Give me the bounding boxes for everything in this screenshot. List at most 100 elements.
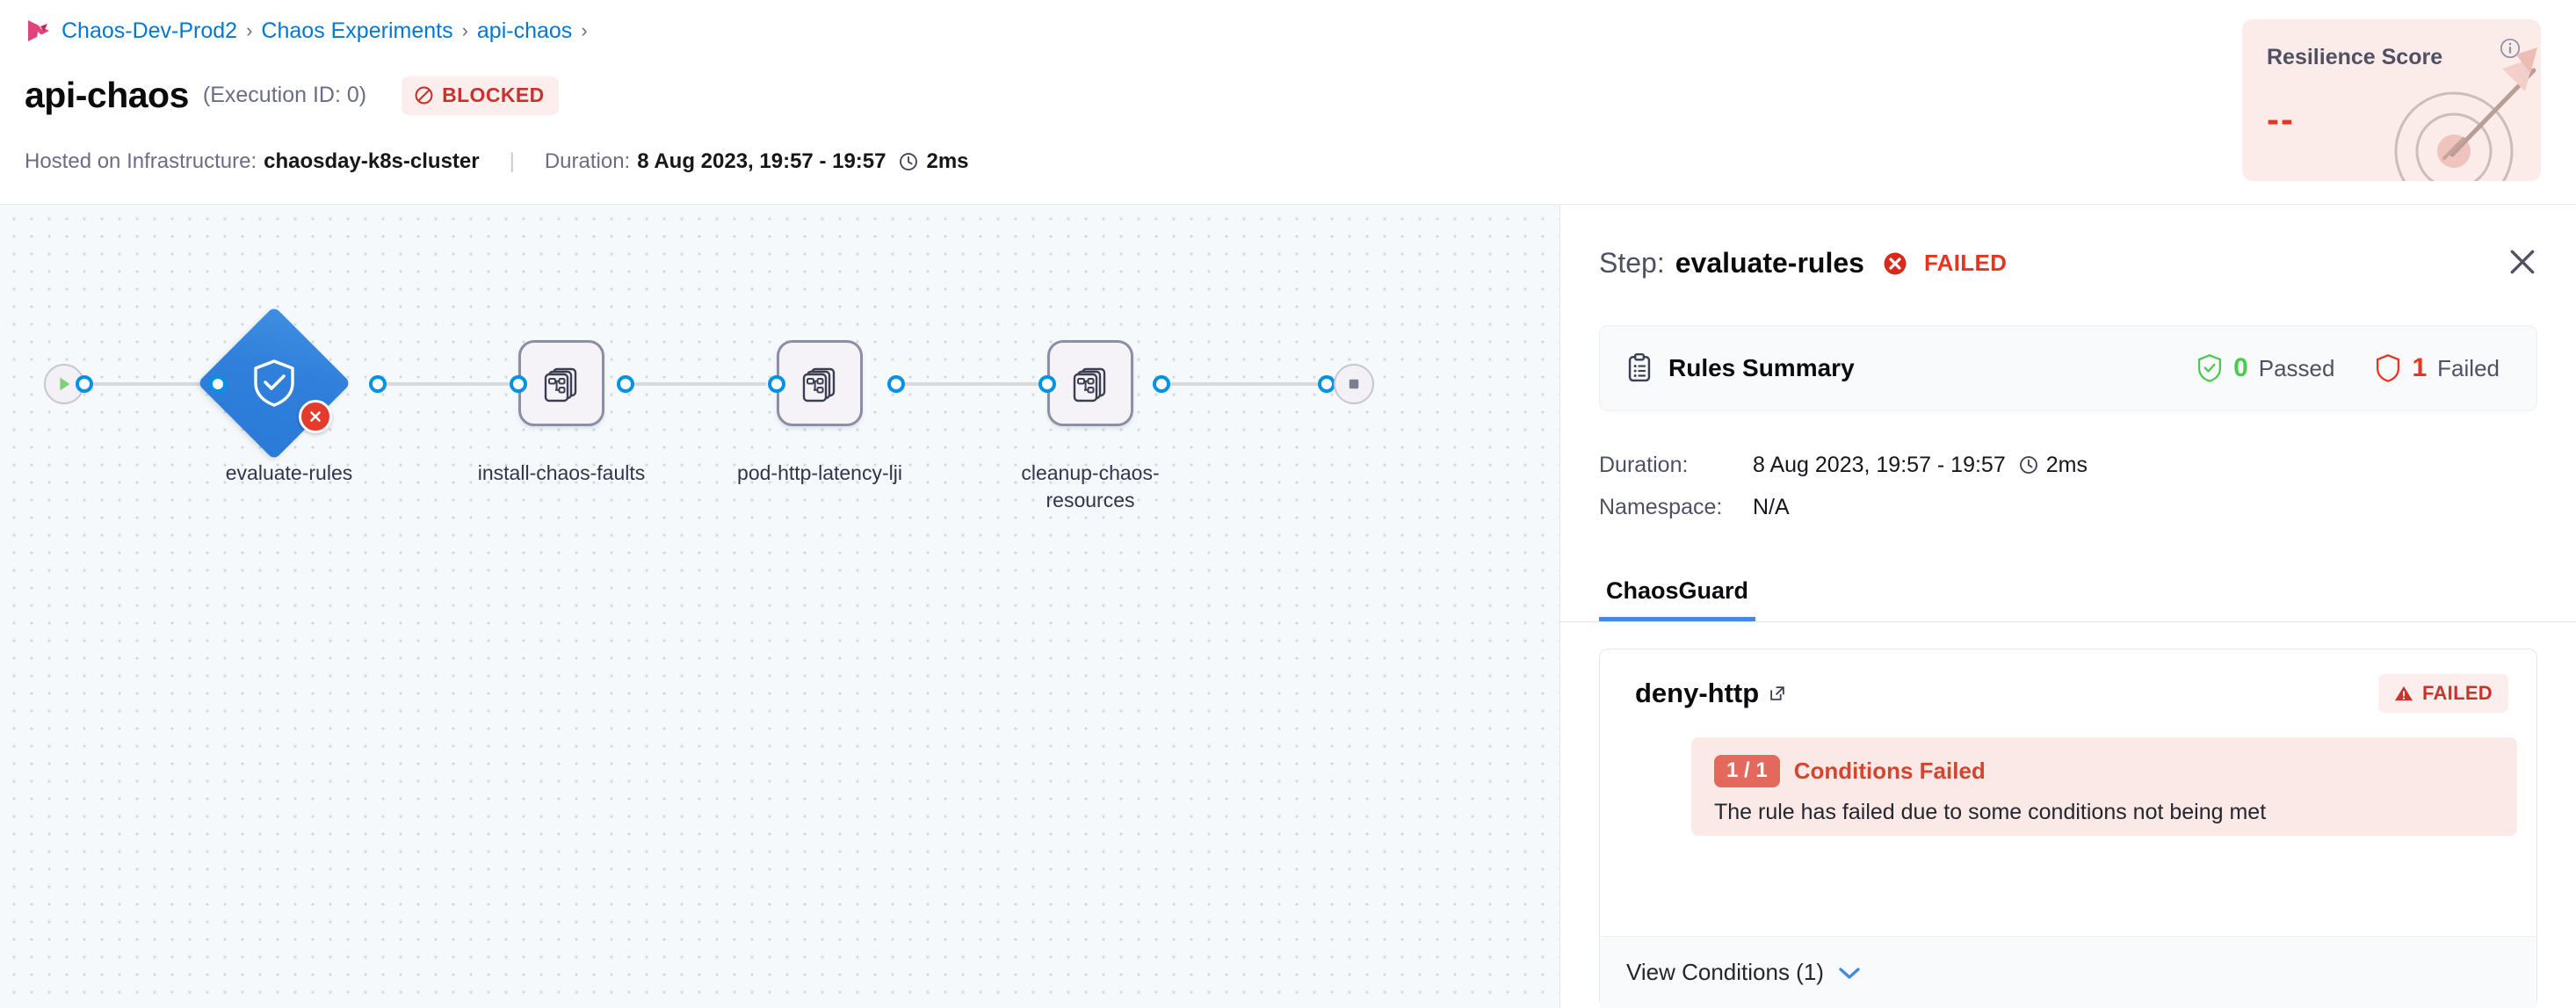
port-evaluate-rules-out[interactable] bbox=[369, 375, 387, 393]
port-end-in[interactable] bbox=[1318, 375, 1335, 393]
view-conditions-label: View Conditions (1) bbox=[1626, 959, 1824, 985]
view-conditions-toggle[interactable]: View Conditions (1) bbox=[1600, 936, 2536, 1008]
resilience-score-value: -- bbox=[2267, 98, 2295, 140]
title-row: api-chaos (Execution ID: 0) BLOCKED bbox=[25, 75, 559, 116]
duration-value: 8 Aug 2023, 19:57 - 19:57 bbox=[637, 149, 886, 173]
edge-cleanup-to-end bbox=[1161, 382, 1327, 386]
edge-podlatency-to-cleanup bbox=[896, 382, 1044, 386]
node-evaluate-rules-label: evaluate-rules bbox=[225, 461, 353, 484]
duration-label: Duration: bbox=[544, 149, 631, 173]
status-badge-label: BLOCKED bbox=[442, 83, 545, 106]
page-title: api-chaos bbox=[25, 75, 189, 115]
rule-status-label: FAILED bbox=[2421, 682, 2493, 704]
port-pod-http-latency-out[interactable] bbox=[887, 375, 905, 393]
chaos-faults-stack-icon bbox=[802, 367, 836, 402]
node-cleanup-chaos-resources-label: cleanup-chaos-resources bbox=[1021, 461, 1160, 512]
pipeline-canvas[interactable]: evaluate-rules install-chaos-faults bbox=[0, 205, 1559, 1008]
edge-install-to-podlatency bbox=[626, 382, 766, 386]
blocked-circle-slash-icon bbox=[415, 86, 433, 104]
external-link-icon[interactable] bbox=[1768, 684, 1787, 703]
port-cleanup-chaos-resources-in[interactable] bbox=[1038, 375, 1056, 393]
node-evaluate-rules[interactable] bbox=[197, 306, 351, 460]
conditions-failed-label: Conditions Failed bbox=[1793, 758, 1986, 784]
port-pod-http-latency-in[interactable] bbox=[768, 375, 785, 393]
detail-row-namespace: Namespace: N/A bbox=[1599, 486, 2088, 528]
port-install-chaos-faults-in[interactable] bbox=[510, 375, 527, 393]
node-install-chaos-faults-label: install-chaos-faults bbox=[477, 461, 646, 484]
clock-icon bbox=[2019, 456, 2037, 474]
chaosguard-rule-card: deny-http FAILED bbox=[1599, 649, 2537, 1008]
rules-passed-count: 0 bbox=[2233, 353, 2248, 382]
page-header: Chaos-Dev-Prod2 › Chaos Experiments › ap… bbox=[0, 0, 2576, 205]
rule-name: deny-http bbox=[1635, 678, 1760, 708]
breadcrumb-separator-1: › bbox=[461, 19, 468, 41]
breadcrumb-item-2[interactable]: api-chaos bbox=[476, 18, 573, 43]
node-install-chaos-faults[interactable] bbox=[518, 340, 604, 426]
breadcrumb-separator-0: › bbox=[246, 19, 253, 41]
rules-summary-title: Rules Summary bbox=[1668, 354, 1855, 381]
edge-evaluate-to-install bbox=[378, 382, 511, 386]
shield-check-icon bbox=[254, 359, 294, 407]
chaos-faults-stack-icon bbox=[1073, 367, 1106, 402]
port-evaluate-rules-in[interactable] bbox=[209, 375, 227, 393]
resilience-score-title: Resilience Score bbox=[2267, 45, 2443, 69]
node-pod-http-latency[interactable] bbox=[777, 340, 863, 426]
detail-namespace-key: Namespace: bbox=[1599, 494, 1723, 519]
chaos-faults-stack-icon bbox=[544, 367, 577, 402]
error-x-icon bbox=[310, 411, 321, 422]
shield-check-icon bbox=[2198, 354, 2222, 382]
clipboard-icon bbox=[1628, 353, 1651, 382]
breadcrumb-item-0[interactable]: Chaos-Dev-Prod2 bbox=[62, 18, 238, 43]
breadcrumb-item-1[interactable]: Chaos Experiments bbox=[261, 18, 453, 43]
rules-summary-card: Rules Summary 0 Passed 1 Failed bbox=[1599, 325, 2537, 411]
error-x-icon bbox=[1884, 252, 1907, 274]
pipeline-end-node[interactable] bbox=[1334, 364, 1374, 404]
resilience-score-card: Resilience Score -- bbox=[2242, 19, 2541, 181]
tab-chaosguard[interactable]: ChaosGuard bbox=[1599, 577, 1756, 621]
node-evaluate-rules-error-badge[interactable] bbox=[299, 400, 332, 433]
step-name: evaluate-rules bbox=[1675, 247, 1864, 279]
port-start-out[interactable] bbox=[76, 375, 93, 393]
status-badge: BLOCKED bbox=[402, 76, 559, 115]
conditions-failed-pill: 1 / 1 bbox=[1714, 755, 1780, 787]
harness-logo-icon bbox=[28, 20, 49, 41]
edge-start-to-evaluate bbox=[84, 382, 218, 386]
rule-conditions-alert: 1 / 1 Conditions Failed The rule has fai… bbox=[1691, 737, 2517, 836]
port-cleanup-chaos-resources-out[interactable] bbox=[1153, 375, 1170, 393]
rules-failed-label: Failed bbox=[2437, 354, 2500, 381]
rules-passed-group: 0 Passed bbox=[2196, 353, 2334, 383]
detail-row-duration: Duration: 8 Aug 2023, 19:57 - 19:57 2ms bbox=[1599, 444, 2088, 486]
rules-passed-label: Passed bbox=[2258, 354, 2335, 381]
detail-duration-ms: 2ms bbox=[2045, 452, 2088, 477]
node-pod-http-latency-label: pod-http-latency-lji bbox=[737, 461, 902, 484]
infra-label: Hosted on Infrastructure: bbox=[25, 149, 257, 173]
info-icon[interactable] bbox=[2499, 37, 2522, 60]
step-status: FAILED bbox=[1923, 250, 2008, 276]
warning-triangle-icon bbox=[2394, 685, 2413, 701]
target-dart-icon bbox=[2394, 47, 2537, 181]
rules-failed-group: 1 Failed bbox=[2375, 353, 2500, 383]
node-cleanup-chaos-resources[interactable] bbox=[1047, 340, 1133, 426]
execution-id: (Execution ID: 0) bbox=[202, 83, 367, 107]
header-meta: Hosted on Infrastructure: chaosday-k8s-c… bbox=[25, 149, 969, 174]
step-details-header: Step: evaluate-rules FAILED bbox=[1560, 205, 2576, 322]
close-icon[interactable] bbox=[2502, 242, 2543, 282]
rule-status-badge: FAILED bbox=[2377, 674, 2508, 713]
step-details-panel: Step: evaluate-rules FAILED bbox=[1559, 205, 2576, 1008]
stop-icon bbox=[1349, 379, 1359, 389]
infra-value: chaosday-k8s-cluster bbox=[264, 149, 480, 173]
breadcrumb: Chaos-Dev-Prod2 › Chaos Experiments › ap… bbox=[26, 18, 588, 44]
step-prefix: Step: bbox=[1599, 247, 1665, 279]
rules-summary-title-group: Rules Summary bbox=[1626, 353, 1855, 383]
chevron-down-icon bbox=[1839, 967, 1860, 979]
detail-duration-value-group: 8 Aug 2023, 19:57 - 19:57 2ms bbox=[1753, 453, 2088, 478]
breadcrumb-separator-2: › bbox=[581, 19, 588, 41]
detail-duration-value: 8 Aug 2023, 19:57 - 19:57 bbox=[1753, 452, 2006, 477]
step-details-kv: Duration: 8 Aug 2023, 19:57 - 19:57 2ms … bbox=[1599, 444, 2088, 528]
step-title: Step: evaluate-rules FAILED bbox=[1599, 247, 2007, 279]
port-install-chaos-faults-out[interactable] bbox=[617, 375, 634, 393]
rule-name-group: deny-http bbox=[1635, 678, 1787, 709]
play-icon bbox=[60, 377, 70, 391]
clock-icon bbox=[900, 153, 918, 170]
